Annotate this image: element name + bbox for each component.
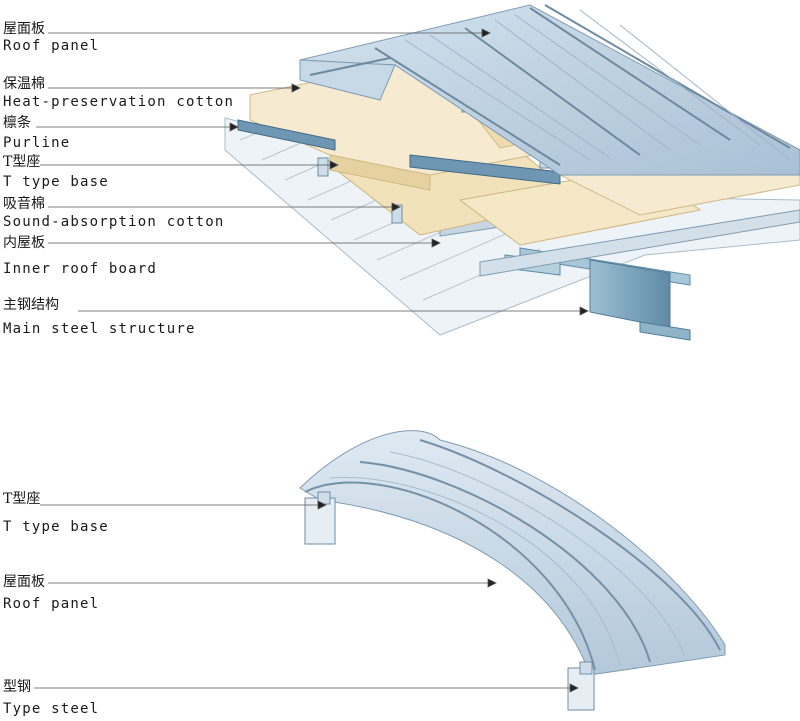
label-bottom-roof-panel-en: Roof panel (3, 596, 100, 612)
label-bottom-t-type-base-en: T type base (3, 519, 109, 535)
label-purline-en: Purline (3, 135, 71, 151)
label-t-type-base-en: T type base (3, 174, 109, 190)
label-main-steel-en: Main steel structure (3, 321, 196, 337)
label-sound-absorption-en: Sound-absorption cotton (3, 214, 225, 230)
right-t-base (579, 661, 593, 675)
top-roof-assembly (224, 4, 800, 341)
bottom-arched-assembly (299, 430, 726, 711)
label-roof-panel-en: Roof panel (3, 38, 100, 54)
label-heat-preservation-zh: 保温棉 (3, 76, 45, 92)
label-bottom-t-type-base-zh: T型座 (3, 491, 41, 507)
label-t-type-base-zh: T型座 (3, 154, 41, 170)
arched-panel-seams (304, 439, 721, 671)
label-heat-preservation-en: Heat-preservation cotton (3, 94, 235, 110)
roof-panel-ribs (404, 9, 791, 161)
front-rail (479, 209, 800, 277)
label-purline-zh: 檩条 (3, 115, 31, 131)
arched-roof-panel (299, 430, 726, 676)
label-main-steel-zh: 主钢结构 (3, 297, 59, 313)
arched-panel-ribs (329, 451, 686, 667)
roof-panel-seams (309, 4, 791, 166)
top-leader-lines (36, 28, 589, 316)
label-bottom-roof-panel-zh: 屋面板 (3, 574, 45, 590)
label-type-steel-en: Type steel (3, 701, 100, 717)
label-roof-panel-zh: 屋面板 (3, 21, 45, 37)
label-sound-absorption-zh: 吸音棉 (3, 196, 45, 212)
label-inner-roof-board-en: Inner roof board (3, 261, 158, 277)
purline-bar-2 (409, 154, 561, 185)
label-type-steel-zh: 型钢 (3, 679, 31, 695)
label-inner-roof-board-zh: 内屋板 (3, 235, 45, 251)
bottom-leader-lines (34, 500, 579, 693)
